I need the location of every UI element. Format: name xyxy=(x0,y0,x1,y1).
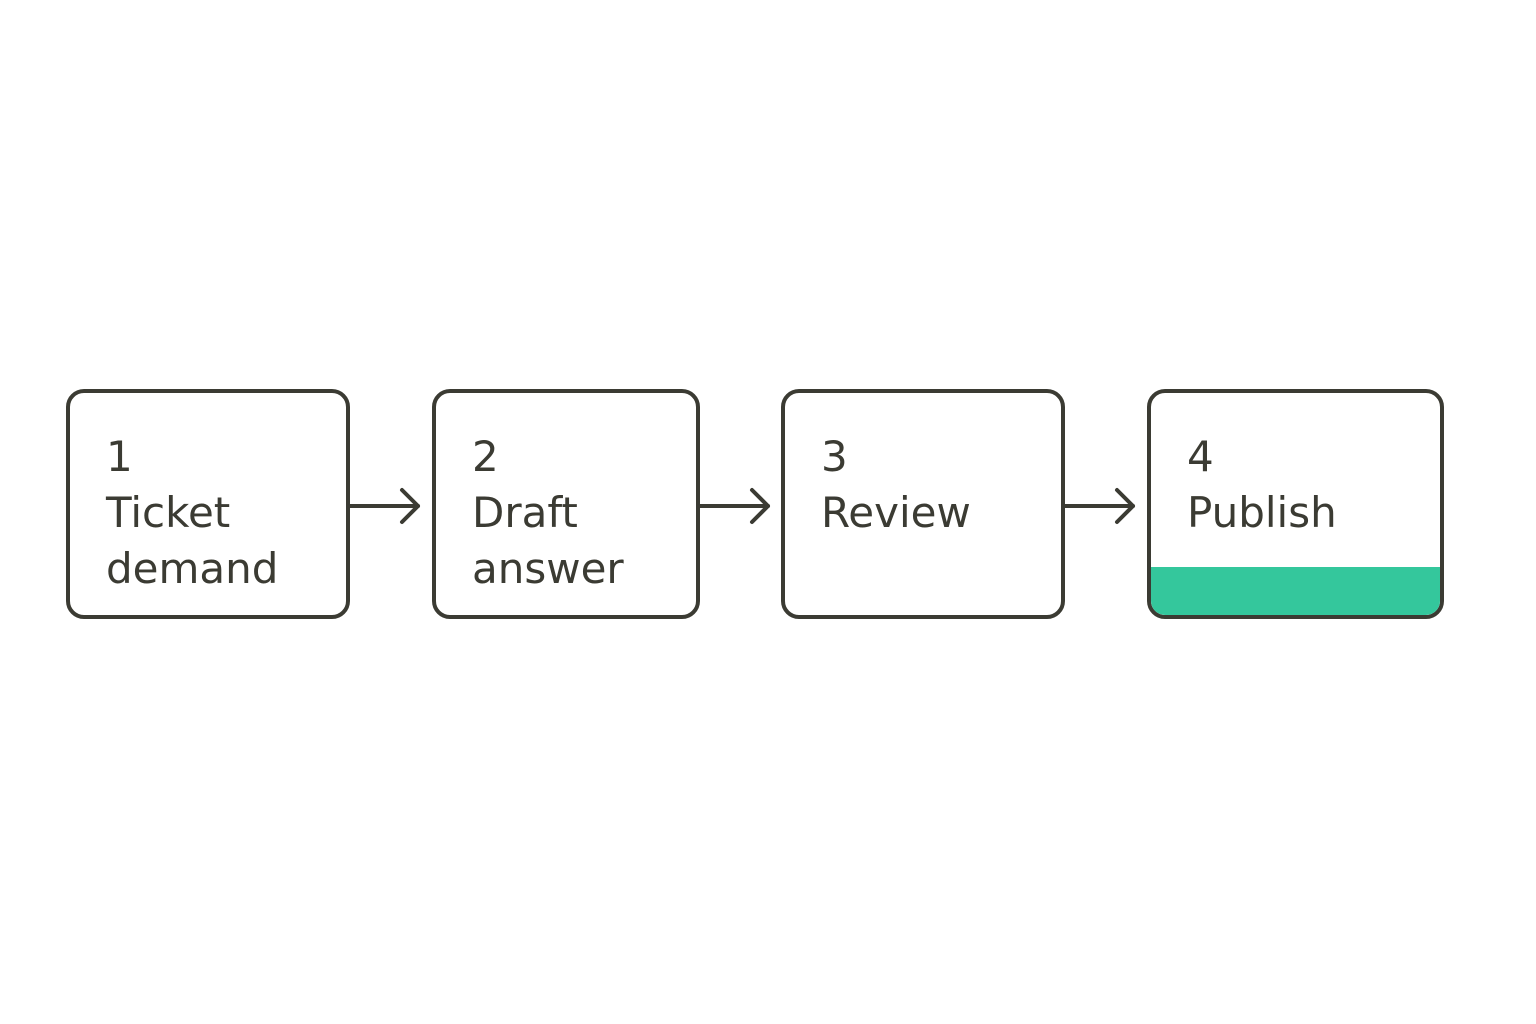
progress-bar xyxy=(1151,567,1440,615)
step-label: Publish xyxy=(1187,488,1337,537)
step-draft-answer: 2 Draft answer xyxy=(432,389,700,619)
step-label: Draft xyxy=(472,488,578,537)
step-ticket-demand: 1 Ticket demand xyxy=(66,389,350,619)
step-number: 2 xyxy=(472,432,499,481)
arrow-right-icon xyxy=(1063,488,1135,524)
step-label: answer xyxy=(472,544,624,593)
step-label: demand xyxy=(106,544,279,593)
arrow-right-icon xyxy=(698,488,770,524)
step-label: Ticket xyxy=(106,488,231,537)
step-number: 1 xyxy=(106,432,133,481)
step-number: 4 xyxy=(1187,432,1214,481)
arrow-right-icon xyxy=(348,488,420,524)
step-review: 3 Review xyxy=(781,389,1065,619)
step-label: Review xyxy=(821,488,971,537)
progress-fill xyxy=(1151,567,1440,615)
step-number: 3 xyxy=(821,432,848,481)
step-publish: 4 Publish xyxy=(1147,389,1444,619)
